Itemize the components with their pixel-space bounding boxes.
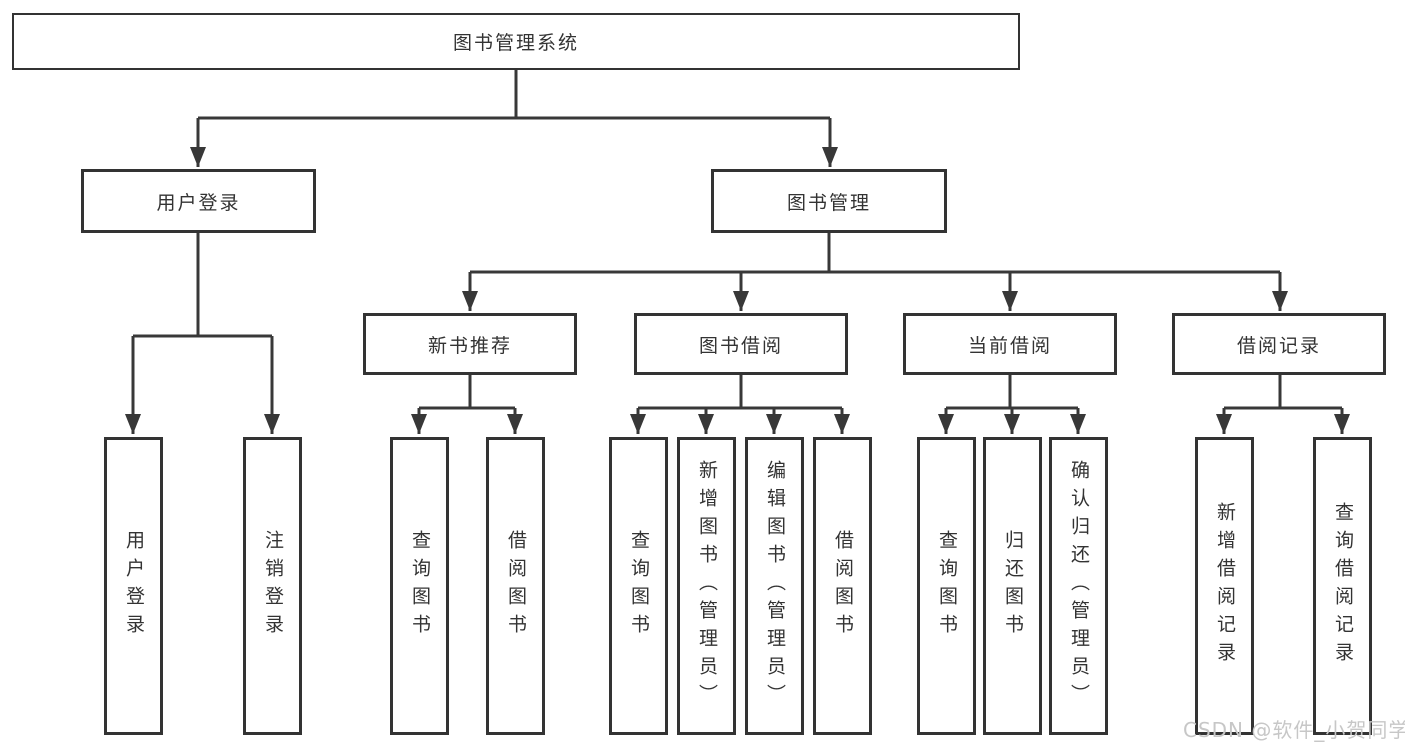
- leaf-add-borrow-record: 新增借阅记录: [1195, 437, 1254, 735]
- leaf-user-login: 用户登录: [104, 437, 163, 735]
- node-label: 图书管理: [786, 191, 871, 214]
- leaf-query-books-current: 查询图书: [917, 437, 976, 735]
- connector-book-borrow-to-children: [630, 375, 850, 434]
- leaf-logout: 注销登录: [243, 437, 302, 735]
- leaf-confirm-return-admin: 确认归还（管理员）: [1049, 437, 1108, 735]
- connector-borrow-records-to-children: [1216, 375, 1350, 434]
- leaf-label: 查询图书: [409, 530, 431, 642]
- node-book-management: 图书管理: [711, 169, 947, 233]
- leaf-label: 新增图书（管理员）: [696, 460, 718, 712]
- node-new-book-recommend: 新书推荐: [363, 313, 577, 375]
- leaf-borrow-books: 借阅图书: [813, 437, 872, 735]
- node-user-login: 用户登录: [81, 169, 316, 233]
- leaf-label: 归还图书: [1002, 530, 1024, 642]
- leaf-label: 注销登录: [262, 530, 284, 642]
- leaf-label: 查询借阅记录: [1332, 502, 1354, 670]
- leaf-label: 借阅图书: [505, 530, 527, 642]
- connector-user-login-to-children: [125, 233, 280, 434]
- node-label: 新书推荐: [427, 334, 512, 357]
- node-book-borrow: 图书借阅: [634, 313, 848, 375]
- node-root-label: 图书管理系统: [452, 32, 579, 54]
- leaf-label: 新增借阅记录: [1214, 502, 1236, 670]
- csdn-watermark: CSDN @软件_小贺同学: [1183, 718, 1405, 742]
- node-current-borrow: 当前借阅: [903, 313, 1117, 375]
- leaf-label: 编辑图书（管理员）: [764, 460, 786, 712]
- node-root: 图书管理系统: [12, 13, 1020, 70]
- node-label: 用户登录: [156, 191, 241, 214]
- connector-book-management-to-level3: [462, 233, 1288, 311]
- node-label: 图书借阅: [698, 334, 783, 357]
- leaf-borrow-books-recommend: 借阅图书: [486, 437, 545, 735]
- leaf-query-books-borrow: 查询图书: [609, 437, 668, 735]
- connector-current-borrow-to-children: [938, 375, 1086, 434]
- leaf-label: 查询图书: [936, 530, 958, 642]
- node-label: 借阅记录: [1236, 334, 1321, 357]
- node-borrow-records: 借阅记录: [1172, 313, 1386, 375]
- leaf-label: 借阅图书: [832, 530, 854, 642]
- leaf-label: 确认归还（管理员）: [1068, 460, 1090, 712]
- leaf-return-book: 归还图书: [983, 437, 1042, 735]
- leaf-query-borrow-record: 查询借阅记录: [1313, 437, 1372, 735]
- connector-root-to-level2: [190, 70, 838, 167]
- leaf-label: 查询图书: [628, 530, 650, 642]
- leaf-label: 用户登录: [123, 530, 145, 642]
- leaf-edit-book-admin: 编辑图书（管理员）: [745, 437, 804, 735]
- connector-new-book-recommend-to-children: [411, 375, 523, 434]
- leaf-query-books-recommend: 查询图书: [390, 437, 449, 735]
- leaf-add-book-admin: 新增图书（管理员）: [677, 437, 736, 735]
- node-label: 当前借阅: [967, 334, 1052, 357]
